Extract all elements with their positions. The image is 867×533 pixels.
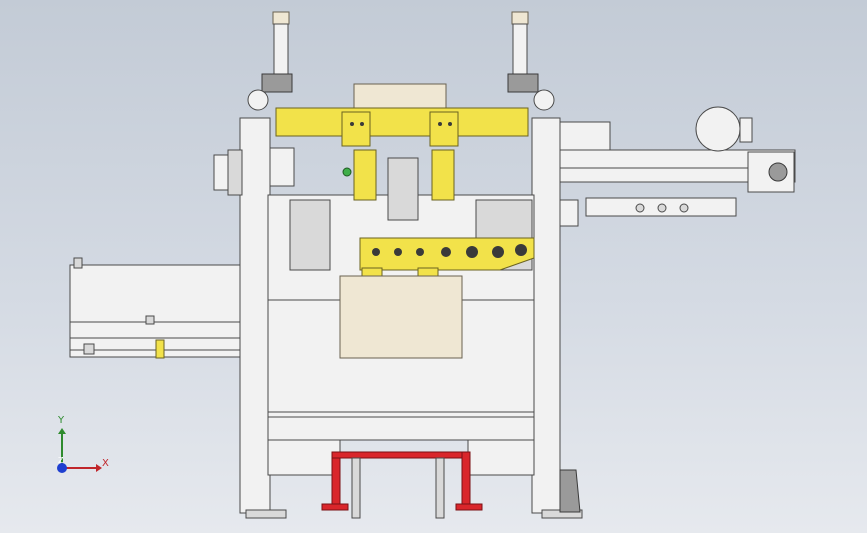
red-legs	[321, 451, 483, 519]
left-conveyor	[69, 257, 246, 359]
left-motor	[213, 147, 295, 196]
coordinate-triad[interactable]	[57, 428, 102, 473]
center-cover	[339, 275, 463, 359]
right-arm-assembly	[559, 106, 796, 227]
z-axis-dot-icon	[57, 463, 67, 473]
top-yellow-carriage	[275, 83, 529, 221]
y-axis-arrowhead-icon	[58, 428, 66, 434]
axis-x-label: X	[102, 458, 109, 469]
yellow-beam	[359, 237, 535, 271]
axis-y-label: Y	[58, 415, 65, 426]
x-axis-arrowhead-icon	[96, 464, 102, 472]
top-cylinders	[247, 11, 555, 111]
axis-z-label: Z	[58, 456, 64, 465]
